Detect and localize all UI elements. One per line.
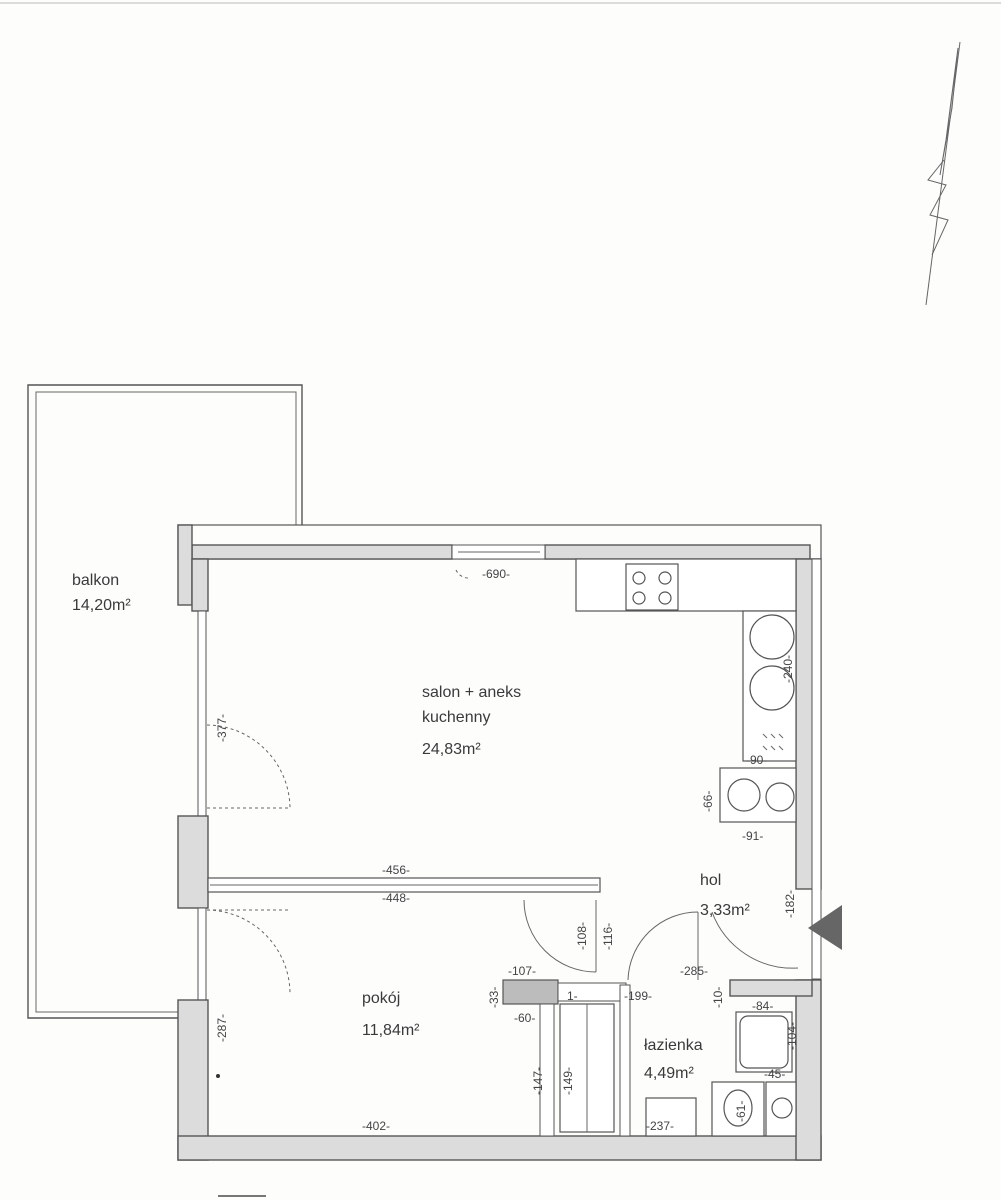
- dim-10: -10-: [711, 987, 725, 1008]
- salon-area: 24,83m²: [422, 741, 481, 758]
- dim-1: 1-: [567, 989, 578, 1003]
- sink-bowl-1: [749, 614, 795, 660]
- hall-door-swing-1: [523, 899, 597, 973]
- pokoj-name: pokój: [362, 990, 400, 1007]
- dim-149: -149-: [561, 1067, 575, 1095]
- interior-walls: [207, 877, 813, 1137]
- bathroom-door-swing: [627, 911, 699, 981]
- dim-285: -285-: [680, 964, 708, 978]
- dim-287: -287-: [215, 1014, 229, 1042]
- burner-2: [658, 571, 672, 585]
- room-labels: balkon 14,20m² salon + aneks kuchenny 24…: [72, 572, 750, 1082]
- pokoj-door-swing: [206, 909, 291, 994]
- dim-60: -60-: [514, 1011, 535, 1025]
- burner-3: [632, 591, 646, 605]
- dim-402: -402-: [362, 1119, 390, 1133]
- dimension-labels: -690- -240- -90- -66- -91- -377- -456- -…: [215, 567, 799, 1133]
- salon-name-line1: salon + aneks: [422, 684, 521, 701]
- hol-area: 3,33m²: [700, 902, 750, 919]
- dim-108: -108-: [575, 922, 589, 950]
- kitchen-counter: [575, 558, 797, 612]
- lazienka-name: łazienka: [644, 1037, 703, 1054]
- dim-147: -147-: [531, 1067, 545, 1095]
- dim-448: -448-: [382, 891, 410, 905]
- north-arrow-icon: [925, 41, 961, 306]
- dim-107: -107-: [508, 964, 536, 978]
- entrance-triangle-icon: [808, 905, 842, 950]
- balcony: [27, 384, 303, 1019]
- cabinet: [645, 1097, 697, 1137]
- dim-84: -84-: [752, 999, 773, 1013]
- door-swings: [206, 569, 799, 994]
- dim-116: -116-: [601, 923, 615, 950]
- scan-speck: [216, 1074, 220, 1078]
- dim-690: -690-: [482, 567, 510, 581]
- lazienka-area: 4,49m²: [644, 1065, 694, 1082]
- dim-377: -377-: [215, 714, 229, 742]
- outer-walls: [177, 524, 822, 1161]
- dim-456: -456-: [382, 863, 410, 877]
- kitchen-fixtures: [575, 558, 797, 823]
- bathroom-fixtures: [645, 1011, 797, 1137]
- dim-240: -240-: [781, 655, 795, 683]
- dim-182: -182-: [783, 890, 797, 918]
- burner-1: [632, 571, 646, 585]
- dim-61: -61-: [734, 1101, 748, 1122]
- dim-66: -66-: [701, 791, 715, 812]
- dim-90: -90-: [746, 753, 767, 767]
- dim-33: -33-: [487, 987, 501, 1008]
- dim-91: -91-: [742, 829, 763, 843]
- dim-237: -237-: [646, 1119, 674, 1133]
- pokoj-area: 11,84m²: [362, 1022, 420, 1039]
- dim-199: -199-: [624, 989, 652, 1003]
- salon-name-line2: kuchenny: [422, 709, 491, 726]
- entrance-door-swing: [711, 911, 799, 969]
- hol-name: hol: [700, 872, 721, 889]
- dim-104: -104-: [785, 1022, 799, 1050]
- balkon-area: 14,20m²: [72, 597, 131, 614]
- dim-45: -45-: [764, 1067, 785, 1081]
- balkon-name: balkon: [72, 572, 119, 589]
- burner-4: [658, 591, 672, 605]
- stove: [625, 563, 679, 611]
- sink-bowl-2: [749, 665, 795, 711]
